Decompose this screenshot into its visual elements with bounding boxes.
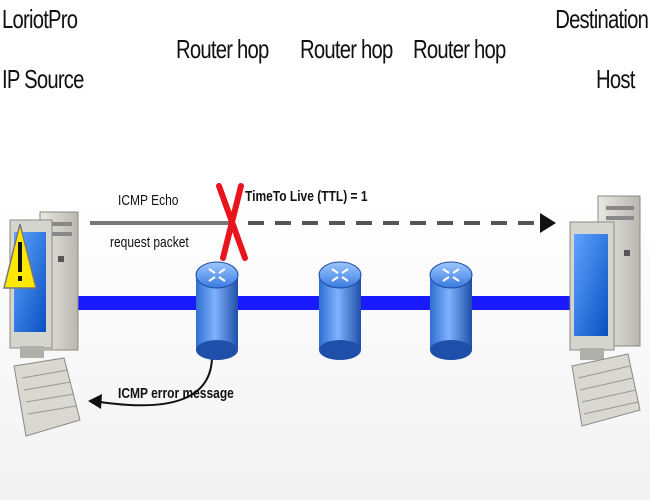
packet-label-line1: ICMP Echo bbox=[118, 192, 179, 209]
destination-computer-icon bbox=[569, 195, 641, 427]
error-label: ICMP error message bbox=[118, 385, 234, 402]
source-label-line2: IP Source bbox=[2, 64, 84, 94]
network-line bbox=[60, 296, 572, 310]
hop-label-3: Router hop bbox=[413, 34, 506, 64]
packet-label-line2: request packet bbox=[110, 234, 189, 251]
arrow-head-icon bbox=[540, 213, 556, 233]
error-arrow-head-icon bbox=[88, 394, 102, 409]
router-icon bbox=[429, 261, 473, 360]
error-return-arrow bbox=[99, 355, 213, 407]
destination-label-line1: Destination bbox=[555, 4, 649, 34]
router-icon bbox=[318, 261, 362, 360]
router-icon bbox=[195, 261, 239, 360]
destination-label-line2: Host bbox=[596, 64, 635, 94]
ttl-label: TimeTo Live (TTL) = 1 bbox=[245, 188, 368, 205]
hop-label-2: Router hop bbox=[300, 34, 393, 64]
warning-icon bbox=[3, 223, 37, 289]
hop-label-1: Router hop bbox=[176, 34, 269, 64]
source-label-line1: LoriotPro bbox=[2, 4, 78, 34]
drop-x-icon bbox=[216, 183, 248, 261]
